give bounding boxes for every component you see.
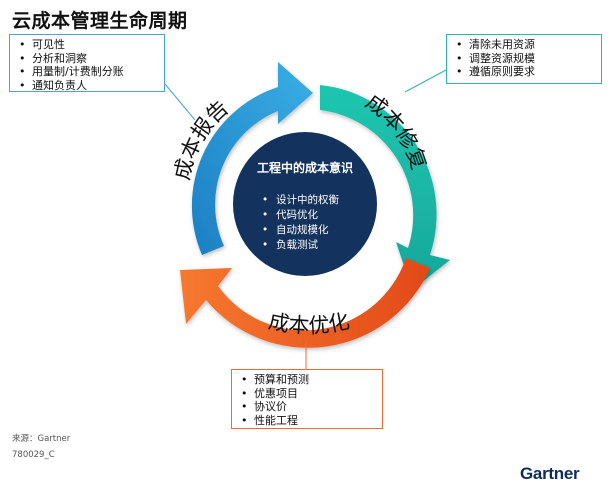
- center-item: 设计中的权衡: [276, 193, 339, 206]
- callout-item: 性能工程: [241, 414, 374, 428]
- arc-optimize: [180, 258, 430, 348]
- callout-report: 可见性 分析和洞察 用量制/计费制分账 通知负责人: [9, 34, 165, 92]
- callout-item: 用量制/计费制分账: [19, 65, 156, 79]
- center-bullet: •: [262, 194, 268, 206]
- center-bullet: •: [262, 209, 268, 221]
- page-title: 云成本管理生命周期: [12, 10, 188, 32]
- callout-item: 预算和预测: [241, 373, 374, 387]
- callout-item: 调整资源规模: [456, 52, 593, 66]
- center-bullet: •: [262, 224, 268, 236]
- figure-code: 780029_C: [12, 450, 55, 460]
- callout-item: 优惠项目: [241, 387, 374, 401]
- center-bullet: •: [262, 239, 268, 251]
- callout-optimize: 预算和预测 优惠项目 协议价 性能工程: [231, 369, 383, 429]
- callout-repair: 清除未用资源 调整资源规模 遵循原则要求: [446, 34, 602, 84]
- arc-repair: [320, 85, 450, 290]
- gartner-logo: Gartner: [520, 464, 580, 483]
- callout-item: 可见性: [19, 38, 156, 52]
- center-item: 自动规模化: [276, 223, 329, 236]
- connector-top-left: [164, 83, 196, 121]
- arc-report: [191, 62, 313, 255]
- source-note: 来源：Gartner: [12, 434, 71, 444]
- callout-item: 通知负责人: [19, 79, 156, 93]
- center-item: 代码优化: [276, 208, 318, 221]
- connector-top-right: [404, 69, 447, 93]
- callout-item: 协议价: [241, 400, 374, 414]
- center-heading: 工程中的成本意识: [257, 160, 353, 175]
- center-item: 负载测试: [276, 238, 318, 251]
- callout-item: 遵循原则要求: [456, 65, 593, 79]
- callout-item: 分析和洞察: [19, 52, 156, 66]
- center-circle: [233, 132, 377, 276]
- callout-item: 清除未用资源: [456, 38, 593, 52]
